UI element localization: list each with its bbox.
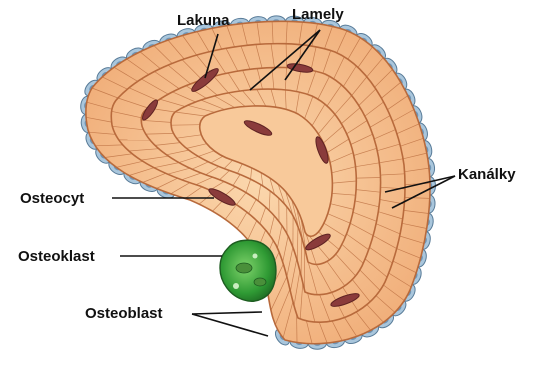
label-kanalky: Kanálky (458, 166, 516, 184)
label-lamely: Lamely (292, 6, 344, 24)
label-lakuna: Lakuna (177, 12, 230, 30)
lamella-division (286, 44, 287, 68)
lamella-division (297, 226, 298, 261)
lamella-division (301, 237, 302, 275)
osteoblast-leader-a (192, 312, 262, 314)
osteoclast-cell (220, 240, 276, 301)
label-osteocyt: Osteocyt (20, 190, 84, 208)
label-osteoblast: Osteoblast (85, 305, 163, 323)
lamella-division (171, 125, 200, 126)
label-osteoklast: Osteoklast (18, 248, 95, 266)
osteoblast-leader-b (192, 314, 268, 336)
